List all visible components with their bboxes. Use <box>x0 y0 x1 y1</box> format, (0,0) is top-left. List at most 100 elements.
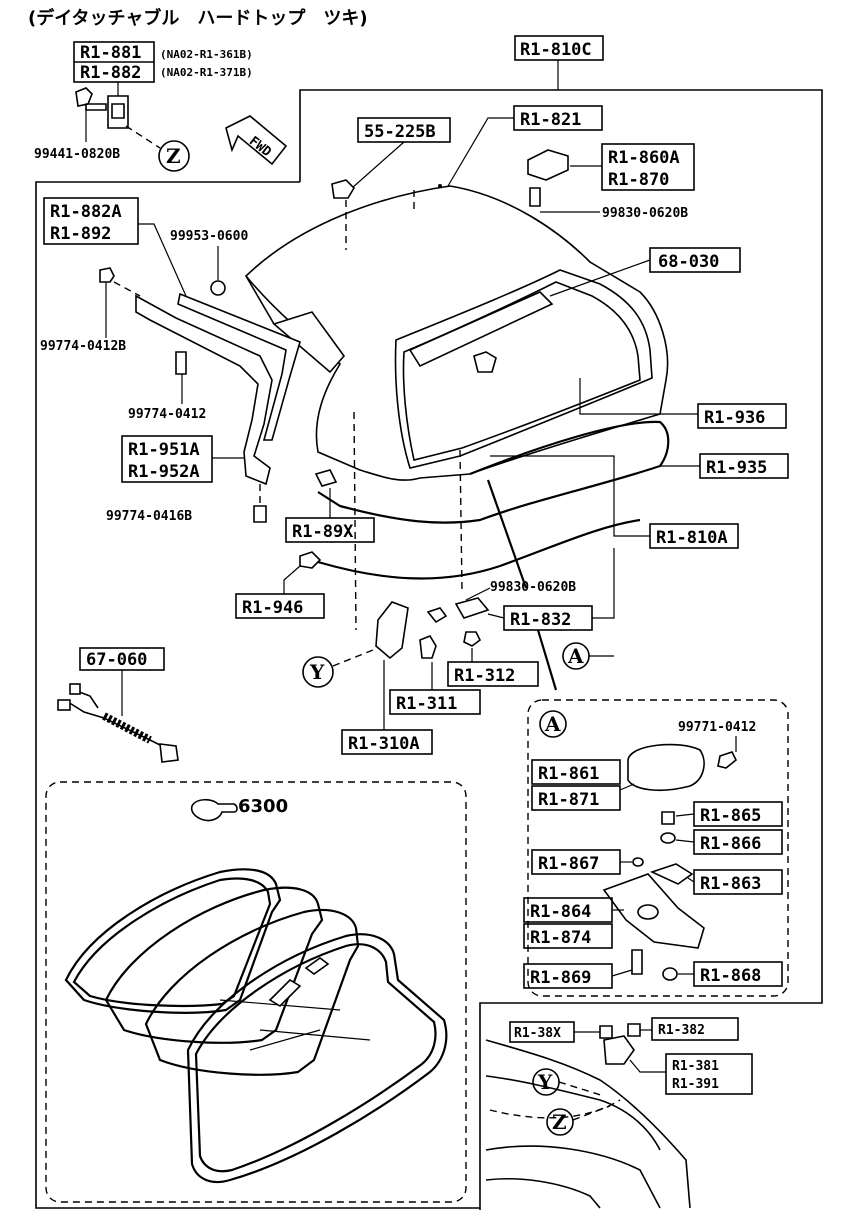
label-na02-361b: (NA02-R1-361B) <box>160 48 253 61</box>
label-r1-864[interactable]: R1-864 <box>530 902 591 922</box>
label-99441-0820b[interactable]: 99441-0820B <box>34 147 120 162</box>
label-r1-312[interactable]: R1-312 <box>454 666 515 686</box>
bolt-r1-38x <box>599 1025 613 1039</box>
label-r1-382[interactable]: R1-382 <box>658 1023 705 1038</box>
car-callout-z: Z <box>552 1110 567 1134</box>
label-r1-311[interactable]: R1-311 <box>396 694 457 714</box>
label-r1-310a[interactable]: R1-310A <box>348 734 420 754</box>
clip-group: R1-881 R1-882 (NA02-R1-361B) (NA02-R1-37… <box>34 41 253 172</box>
seal-kit-box: 6300 <box>45 781 467 1203</box>
car-callout-z-circle <box>546 1108 574 1136</box>
screw-432-part <box>426 607 448 624</box>
label-99953-0600[interactable]: 99953-0600 <box>170 229 248 244</box>
label-r1-882a[interactable]: R1-882A <box>50 202 122 222</box>
detail-a-label: A <box>544 712 561 736</box>
latch-part <box>603 1035 635 1065</box>
callout-a: A <box>567 644 584 668</box>
nut-r1-312 <box>463 631 482 647</box>
seal-r1-882a <box>177 292 301 441</box>
callout-y-circle <box>302 656 334 688</box>
label-r1-892[interactable]: R1-892 <box>50 224 111 244</box>
nut-r1-868 <box>662 967 678 981</box>
hardtop-body <box>244 179 669 631</box>
label-na02-371b: (NA02-R1-371B) <box>160 66 253 79</box>
screw-99771-part <box>717 751 738 769</box>
label-r1-391[interactable]: R1-391 <box>672 1077 719 1092</box>
nut-part <box>210 280 226 296</box>
label-r1-821[interactable]: R1-821 <box>520 110 581 130</box>
clip-part <box>107 95 129 129</box>
label-r1-863[interactable]: R1-863 <box>700 874 761 894</box>
label-r1-951a[interactable]: R1-951A <box>128 440 200 460</box>
label-r1-867[interactable]: R1-867 <box>538 854 599 874</box>
pointing-hand-icon <box>190 798 238 822</box>
label-99830-0620b-mid[interactable]: 99830-0620B <box>490 580 576 595</box>
ref-note-6300[interactable]: 6300 <box>238 796 288 817</box>
label-r1-832[interactable]: R1-832 <box>510 610 571 630</box>
right-seal-labels: 68-030 R1-936 R1-935 R1-810A <box>317 247 789 549</box>
label-r1-865[interactable]: R1-865 <box>700 806 761 826</box>
detail-a-box: A 99771-0412 R1-861 R1-871 R1-865 R1-866… <box>523 699 789 997</box>
frame-outline <box>35 89 823 1210</box>
left-seal-group: R1-882A R1-892 99953-0600 99774-0412B 99… <box>40 197 301 524</box>
label-55-225b-top[interactable]: 55-225B <box>364 122 436 142</box>
label-68-030[interactable]: 68-030 <box>658 252 719 272</box>
label-r1-868[interactable]: R1-868 <box>700 966 761 986</box>
label-r1-861[interactable]: R1-861 <box>538 764 599 784</box>
label-r1-935[interactable]: R1-935 <box>706 458 767 478</box>
callout-z-circle <box>158 140 190 172</box>
label-r1-870[interactable]: R1-870 <box>608 170 669 190</box>
fwd-arrow: FWD <box>225 115 288 166</box>
screw-left-part <box>99 267 115 283</box>
seal-ring-3 <box>144 908 360 1076</box>
label-r1-810c[interactable]: R1-810C <box>520 40 592 60</box>
label-r1-874[interactable]: R1-874 <box>530 928 591 948</box>
label-r1-810a[interactable]: R1-810A <box>656 528 728 548</box>
label-r1-869[interactable]: R1-869 <box>530 968 591 988</box>
label-99771-0412[interactable]: 99771-0412 <box>678 720 756 735</box>
label-r1-381[interactable]: R1-381 <box>672 1059 719 1074</box>
seal-ring-1 <box>64 868 282 1014</box>
callout-z: Z <box>166 144 181 168</box>
fastener-part <box>331 179 356 199</box>
label-r1-38x[interactable]: R1-38X <box>514 1026 561 1041</box>
seal-r1-951a <box>135 294 273 486</box>
label-67-060[interactable]: 67-060 <box>86 650 147 670</box>
label-r1-936[interactable]: R1-936 <box>704 408 765 428</box>
cable-group: 67-060 <box>57 647 179 763</box>
clip-r1-946 <box>299 551 322 569</box>
diagram-title: (デイタッチャブル ハードトップ ツキ) <box>28 7 368 29</box>
label-r1-946[interactable]: R1-946 <box>242 598 303 618</box>
label-99774-0412b[interactable]: 99774-0412B <box>40 339 126 354</box>
bolt-r1-865 <box>661 811 675 825</box>
hinge-bracket-part <box>527 149 569 181</box>
hinge-r1-310a <box>375 601 409 660</box>
bolt-part <box>75 87 107 111</box>
pin-r1-869 <box>631 949 643 975</box>
car-callout-y: Y <box>537 1070 553 1094</box>
lower-center-parts: R1-89X R1-946 99830-0620B R1-832 A R1-31… <box>235 469 641 755</box>
label-99830-0620b-top[interactable]: 99830-0620B <box>602 206 688 221</box>
bracket-r1-864 <box>602 873 705 949</box>
label-r1-866[interactable]: R1-866 <box>700 834 761 854</box>
seal-ring-4 <box>186 933 448 1184</box>
label-r1-952a[interactable]: R1-952A <box>128 462 200 482</box>
washer-r1-866 <box>660 832 676 844</box>
grommet-part <box>473 351 497 373</box>
callout-y: Y <box>309 660 325 684</box>
screw-mid-part <box>175 351 187 375</box>
label-r1-89x[interactable]: R1-89X <box>292 522 354 542</box>
label-99774-0412[interactable]: 99774-0412 <box>128 407 206 422</box>
label-r1-871[interactable]: R1-871 <box>538 790 599 810</box>
clip-r1-89x <box>314 469 338 487</box>
bolt-r1-311 <box>419 635 437 659</box>
label-99774-0416b[interactable]: 99774-0416B <box>106 509 192 524</box>
handle-r1-861 <box>627 743 705 792</box>
weatherstrip-front <box>272 311 346 374</box>
label-r1-881[interactable]: R1-881 <box>80 43 141 63</box>
detail-a-circle <box>539 710 567 738</box>
seal-lower-strip <box>317 518 641 580</box>
label-r1-860a[interactable]: R1-860A <box>608 148 680 168</box>
seal-r1-935 <box>317 420 670 524</box>
label-r1-882[interactable]: R1-882 <box>80 63 141 83</box>
